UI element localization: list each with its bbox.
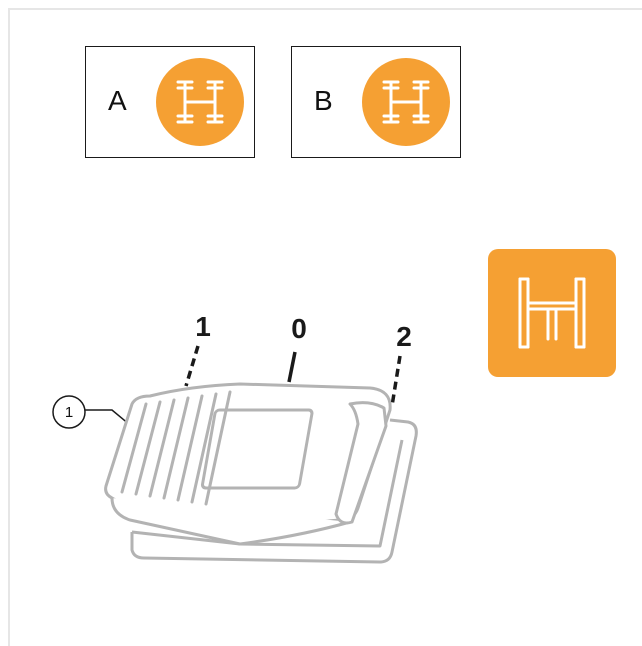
axle-lock-round-icon	[362, 58, 450, 146]
legend-letter-b: B	[314, 85, 333, 117]
frame-top-border	[8, 8, 642, 10]
legend-box-b: B	[291, 46, 461, 158]
position-line-2	[392, 356, 400, 406]
position-label-0: 0	[291, 313, 307, 344]
axle-lock-indicator-icon	[488, 249, 616, 377]
position-label-2: 2	[396, 321, 412, 352]
switch-body	[106, 384, 391, 544]
legend-box-a: A	[85, 46, 255, 158]
position-label-1: 1	[195, 311, 211, 342]
callout-label: 1	[65, 404, 73, 421]
legend-letter-a: A	[108, 85, 127, 117]
frame-left-border	[8, 8, 10, 646]
rocker-switch-diagram: 1 0 2 1	[40, 300, 460, 590]
axle-lock-round-icon	[156, 58, 244, 146]
position-line-0	[289, 352, 295, 382]
position-line-1	[186, 346, 198, 386]
